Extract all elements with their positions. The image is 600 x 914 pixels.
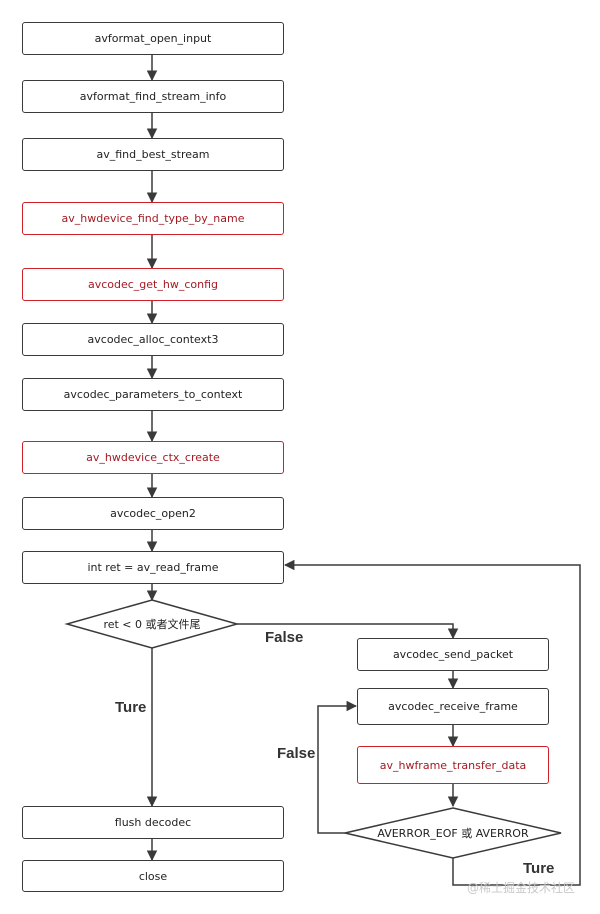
node-avcodec-parameters-to-context: avcodec_parameters_to_context <box>22 378 284 411</box>
edge-label-false-loop: False <box>277 745 316 762</box>
node-av-hwdevice-ctx-create: av_hwdevice_ctx_create <box>22 441 284 474</box>
node-avcodec-receive-frame: avcodec_receive_frame <box>357 688 549 725</box>
node-close: close <box>22 860 284 892</box>
decision-eof-diamond <box>344 807 562 859</box>
edge-eof-false-loop <box>317 700 358 834</box>
decision-eof-label: AVERROR_EOF 或 AVERROR <box>377 827 529 840</box>
node-av-hwframe-transfer-data: av_hwframe_transfer_data <box>357 746 549 784</box>
node-avcodec-open2: avcodec_open2 <box>22 497 284 530</box>
edge-check-false-to-send <box>237 623 459 640</box>
node-avcodec-alloc-context3: avcodec_alloc_context3 <box>22 323 284 356</box>
edge-label-true-back: Ture <box>523 860 555 877</box>
node-avformat-open-input: avformat_open_input <box>22 22 284 55</box>
node-av-read-frame: int ret = av_read_frame <box>22 551 284 584</box>
decision-ret-label: ret < 0 或者文件尾 <box>103 618 201 631</box>
edge-label-true-down: Ture <box>115 699 147 716</box>
node-av-find-best-stream: av_find_best_stream <box>22 138 284 171</box>
watermark-text: @稀土掘金技术社区 <box>467 881 576 895</box>
edge-eof-true-back <box>283 559 581 886</box>
node-avformat-find-stream-info: avformat_find_stream_info <box>22 80 284 113</box>
node-av-hwdevice-find-type-by-name: av_hwdevice_find_type_by_name <box>22 202 284 235</box>
node-flush-decodec: flush decodec <box>22 806 284 839</box>
node-avcodec-get-hw-config: avcodec_get_hw_config <box>22 268 284 301</box>
decision-ret-diamond <box>64 599 240 649</box>
node-avcodec-send-packet: avcodec_send_packet <box>357 638 549 671</box>
edge-label-false-right: False <box>265 629 304 646</box>
